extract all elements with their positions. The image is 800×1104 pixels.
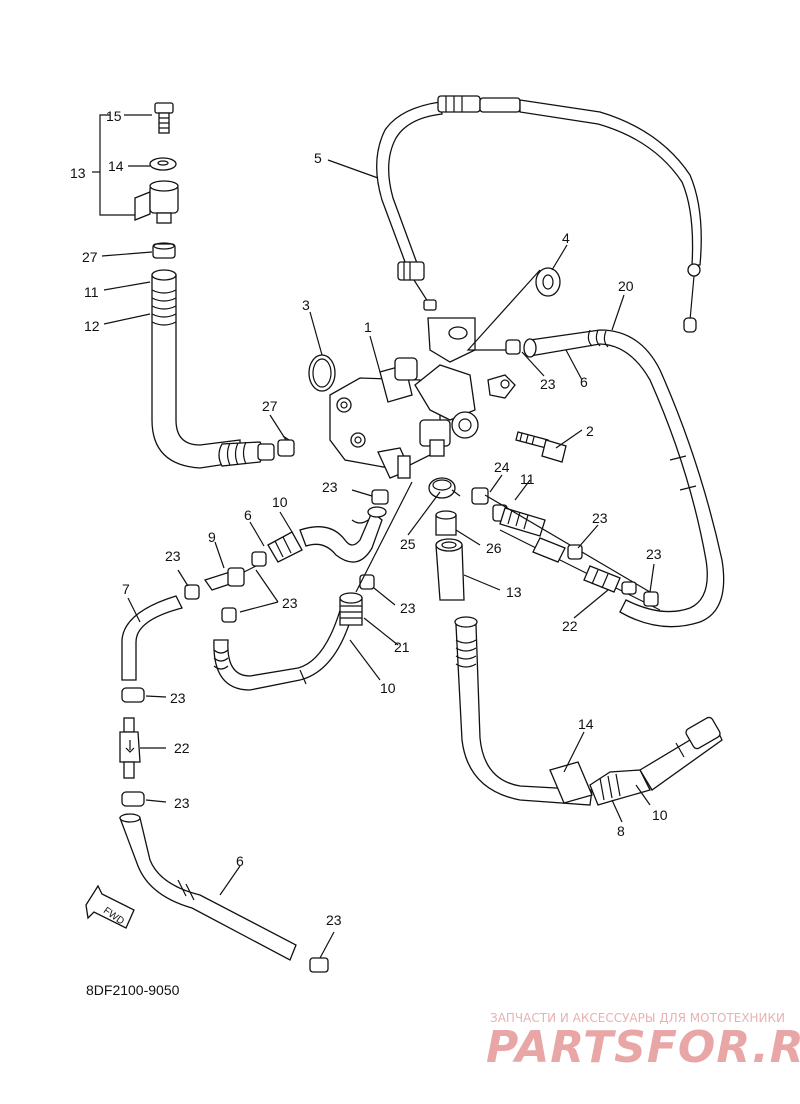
callout-14: 14	[578, 716, 594, 732]
callout-4: 5	[314, 150, 322, 166]
part-10-hose-upper	[299, 506, 387, 563]
part-6-hose-mid	[251, 531, 303, 567]
part-26-cap	[435, 510, 457, 536]
part-14-12-8-hose-assembly	[454, 616, 723, 806]
callout-23d: 23	[282, 595, 298, 611]
callout-10b: 10	[380, 680, 396, 696]
watermark-brand: PARTSFOR.RU	[486, 1022, 800, 1073]
watermark-tagline: ЗАПЧАСТИ И АКСЕССУАРЫ ДЛЯ МОТОТЕХНИКИ	[490, 1011, 785, 1025]
callout-labels: 15 14 13 27 11 12 5 3 1 27 4 20 6 23 2 2…	[70, 108, 668, 928]
part-23-clamp-mid4	[359, 574, 375, 590]
group-bracket-17	[99, 114, 135, 216]
callout-23g: 23	[400, 600, 416, 616]
callout-11: 11	[520, 471, 535, 487]
part-22-filter-right	[532, 537, 637, 595]
part-24-clamp	[471, 487, 489, 505]
callout-6b: 6	[244, 507, 252, 523]
callout-10a: 10	[272, 494, 288, 510]
callout-13: 13	[506, 584, 522, 600]
callout-7: 7	[122, 581, 130, 597]
part-5-grommet	[535, 267, 561, 297]
callout-18: 14	[108, 158, 124, 174]
part-27-clamp-upper	[152, 242, 176, 259]
part-23-clamp-mid1	[371, 489, 389, 505]
pump-cover-plate	[427, 317, 476, 363]
part-23-clamp-r3	[643, 591, 659, 607]
fwd-arrow-icon: FWD	[85, 884, 135, 929]
part-23-clamp-mid3	[221, 607, 237, 623]
part-1-oil-pump	[329, 357, 516, 479]
callout-5: 4	[562, 230, 570, 246]
part-23-clamp-mid2	[184, 584, 200, 600]
callout-22b: 22	[174, 740, 190, 756]
callout-1: 1	[364, 319, 372, 335]
callout-20: 20	[618, 278, 634, 294]
drawing: FWD	[70, 95, 725, 998]
part-13-hose	[435, 538, 465, 601]
callout-2: 2	[586, 423, 594, 439]
callout-16: 12	[84, 318, 100, 334]
callout-19: 15	[106, 108, 122, 124]
part-18-washer	[149, 157, 177, 171]
part-23-clamp-r1	[505, 339, 521, 355]
callout-23c: 23	[165, 548, 181, 564]
part-17-damper-bracket	[134, 180, 179, 224]
callout-17: 13	[70, 165, 86, 181]
callout-3: 3	[302, 297, 310, 313]
part-2-bolt	[515, 431, 567, 463]
part-23-clamp-left1	[121, 687, 145, 703]
callout-23a: 23	[540, 376, 556, 392]
part-4-cable	[376, 95, 702, 333]
callout-6a: 6	[580, 374, 588, 390]
callout-22a: 22	[562, 618, 578, 634]
callout-23b: 23	[322, 479, 338, 495]
callout-6c: 6	[236, 853, 244, 869]
callout-24: 24	[494, 459, 510, 475]
part-25-clamp	[428, 477, 461, 499]
callout-23j: 23	[326, 912, 342, 928]
part-7-hose	[121, 595, 183, 681]
part-23-clamp-bottom	[309, 957, 329, 973]
callout-21: 21	[394, 639, 410, 655]
leader-5	[466, 269, 541, 351]
callout-25: 25	[400, 536, 416, 552]
callout-27b: 27	[262, 398, 278, 414]
callout-23i: 23	[174, 795, 190, 811]
callout-26: 26	[486, 540, 502, 556]
callout-23f: 23	[646, 546, 662, 562]
callout-8: 8	[617, 823, 625, 839]
watermark: ЗАПЧАСТИ И АКСЕССУАРЫ ДЛЯ МОТОТЕХНИКИ PA…	[486, 1011, 800, 1073]
part-23-clamp-r2	[567, 544, 583, 560]
part-9-t-joint	[203, 565, 257, 591]
callout-9: 9	[208, 529, 216, 545]
callout-23e: 23	[592, 510, 608, 526]
part-11-union	[484, 494, 661, 611]
part-19-bolt	[154, 102, 174, 134]
part-23-clamp-left2	[121, 791, 145, 807]
part-20-hose	[523, 329, 725, 628]
drawing-code: 8DF2100-9050	[86, 982, 180, 998]
part-10-hose-lower	[213, 592, 363, 691]
callout-15: 11	[84, 284, 99, 300]
part-6-hose-bottom	[119, 813, 297, 961]
part-22-filter-left	[119, 717, 141, 779]
leader-lines	[101, 114, 655, 959]
callout-27a: 27	[82, 249, 98, 265]
hose-15-16	[151, 269, 275, 469]
callout-23h: 23	[170, 690, 186, 706]
part-3-o-ring	[308, 354, 336, 392]
callout-12: 10	[652, 807, 668, 823]
